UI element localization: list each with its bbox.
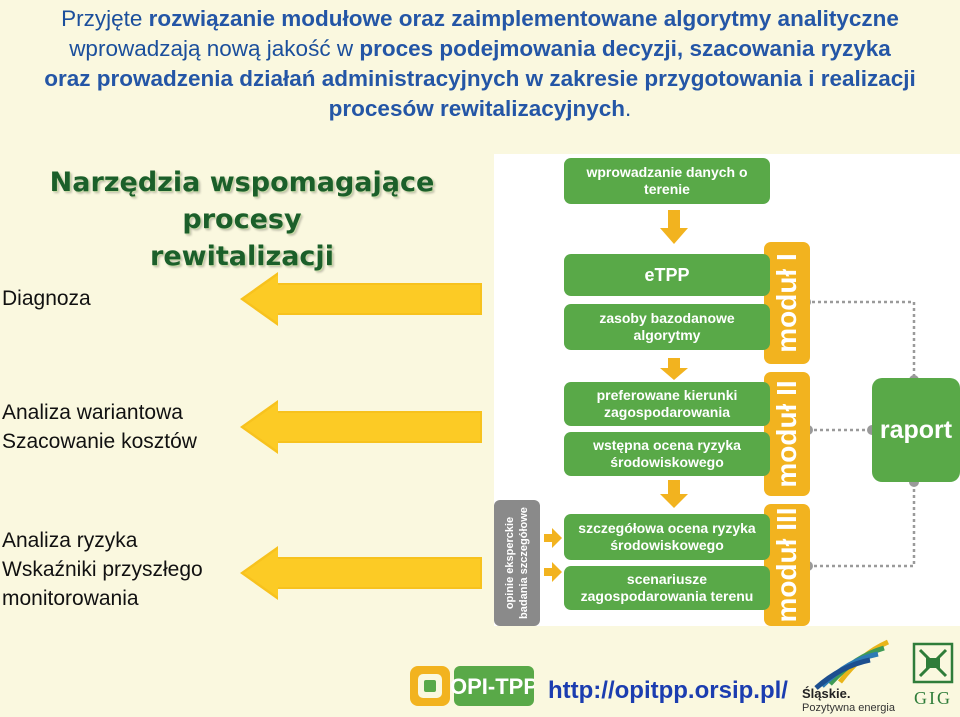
- slaskie-name: Śląskie.: [802, 686, 851, 701]
- tools-title-line-1: Narzędzia wspomagające procesy: [49, 167, 435, 235]
- tools-title: Narzędzia wspomagające procesy rewitaliz…: [0, 164, 484, 275]
- module-3-bar: moduł III: [764, 504, 810, 626]
- detailed-risk-box: szczegółowa ocena ryzyka środowiskowego: [564, 514, 770, 560]
- slaskie-tagline: Pozytywna energia: [802, 702, 895, 714]
- database-algorithms-box: zasoby bazodanowe algorytmy: [564, 304, 770, 350]
- initial-risk-box: wstępna ocena ryzyka środowiskowego: [564, 432, 770, 476]
- intro-line-1: Przyjęte rozwiązanie modułowe oraz zaimp…: [61, 6, 899, 31]
- arrow-left-icon: [240, 272, 482, 326]
- module-2-label: moduł II: [771, 380, 802, 488]
- arrow-left-icon: [240, 400, 482, 454]
- arrow-right-icon: [544, 528, 562, 548]
- flow-diagram: wprowadzanie danych o terenie moduł I eT…: [494, 154, 960, 626]
- report-box: raport: [872, 378, 960, 482]
- arrow-down-icon: [660, 480, 688, 508]
- intro-line-3: oraz prowadzenia działań administracyjny…: [44, 66, 916, 91]
- module-2-bar: moduł II: [764, 372, 810, 496]
- arrow-down-icon: [660, 358, 688, 380]
- intro-line-2: wprowadzają nową jakość w proces podejmo…: [69, 36, 891, 61]
- module-1-bar: moduł I: [764, 242, 810, 364]
- phase-diagnoza: Diagnoza: [2, 287, 91, 310]
- module-1-label: moduł I: [771, 253, 802, 353]
- website-link[interactable]: http://opitpp.orsip.pl/: [548, 677, 788, 704]
- svg-text:OPI-TPP: OPI-TPP: [450, 674, 534, 699]
- etpp-box: eTPP: [564, 254, 770, 296]
- scenarios-box: scenariusze zagospodarowania terenu: [564, 566, 770, 610]
- tools-title-line-2: rewitalizacji: [150, 241, 334, 272]
- opi-tpp-logo: OPI-TPP: [410, 666, 534, 706]
- arrow-right-icon: [544, 562, 562, 582]
- expert-opinions-bar: opinie eksperckie badania szczegółowe: [494, 500, 540, 626]
- phase-analiza-ryzyka: Analiza ryzyka Wskaźniki przyszłego moni…: [2, 529, 203, 610]
- intro-paragraph: Przyjęte rozwiązanie modułowe oraz zaimp…: [0, 4, 960, 124]
- slaskie-logo: [814, 639, 890, 690]
- preferred-directions-box: preferowane kierunki zagospodarowania: [564, 382, 770, 426]
- gig-logo: GIG: [912, 642, 954, 708]
- module-3-label: moduł III: [771, 507, 802, 623]
- intro-line-4: procesów rewitalizacyjnych.: [328, 96, 632, 121]
- input-data-box: wprowadzanie danych o terenie: [564, 158, 770, 204]
- arrow-down-icon: [660, 210, 688, 244]
- arrow-left-icon: [240, 546, 482, 600]
- phase-analiza-wariantowa: Analiza wariantowa Szacowanie kosztów: [2, 401, 197, 453]
- svg-text:GIG: GIG: [914, 688, 952, 708]
